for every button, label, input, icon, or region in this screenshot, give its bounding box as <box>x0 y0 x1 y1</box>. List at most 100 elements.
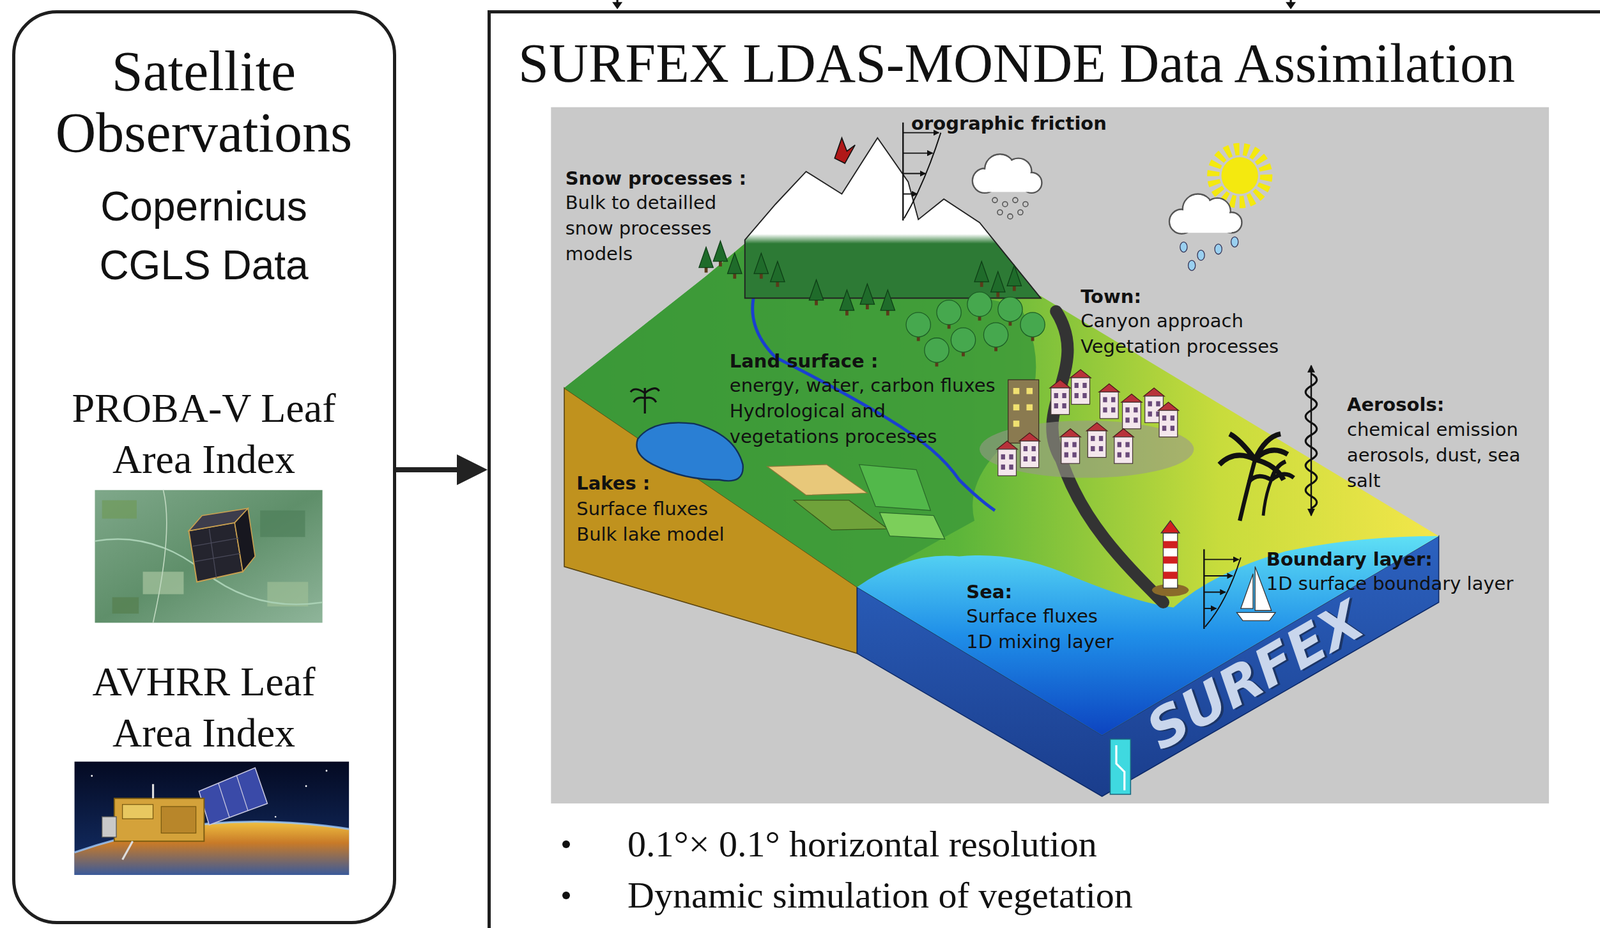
surfex-landscape <box>902 193 917 195</box>
avhrr-photo <box>122 840 133 860</box>
process-note: 1D surface boundary layer <box>1266 570 1514 597</box>
surfex-landscape <box>983 322 1008 352</box>
surfex-landscape <box>859 464 931 511</box>
surfex-landscape <box>1162 571 1177 579</box>
bullet-text: Dynamic simulation of vegetation <box>627 872 1133 918</box>
surfex-landscape <box>1263 479 1272 516</box>
proba-v-photo <box>95 490 323 624</box>
surfex-landscape <box>1007 265 1022 291</box>
surfex-landscape <box>972 153 1043 219</box>
surfex-landscape <box>1213 148 1267 202</box>
surfex-landscape <box>1121 394 1142 429</box>
surfex-landscape <box>974 261 989 287</box>
surfex-landscape <box>1188 260 1196 271</box>
bullet-text: 0.1°× 0.1° horizontal resolution <box>627 821 1098 867</box>
surfex-landscape <box>879 512 946 540</box>
surfex-landscape <box>998 297 1023 326</box>
avhrr-photo <box>74 761 350 875</box>
process-heading: Snow processes : <box>565 165 747 192</box>
surfex-landscape <box>924 338 949 367</box>
process-note: Surface fluxes 1D mixing layer <box>966 603 1120 655</box>
proba-v-photo <box>95 490 323 624</box>
surfex-landscape <box>1086 422 1108 457</box>
process-note: Bulk to detailled snow processes models <box>565 189 760 267</box>
surfex-landscape <box>839 290 854 316</box>
avhrr-photo <box>102 816 117 838</box>
process-heading: Town: <box>1080 283 1142 310</box>
process-note: Surface fluxes Bulk lake model <box>576 495 740 547</box>
avhrr-photo <box>90 775 93 777</box>
proba-v-photo <box>234 508 255 572</box>
bullet-dot <box>562 840 570 900</box>
product-name: AVHRR Leaf Area Index <box>56 656 351 759</box>
surfex-landscape <box>967 292 992 321</box>
bullet-dot <box>562 891 570 900</box>
surfex-landscape <box>1070 369 1091 404</box>
avhrr-photo <box>218 782 231 818</box>
surfex-landscape <box>1026 404 1033 411</box>
surfex-landscape <box>997 209 1003 215</box>
surfex-landscape <box>753 253 769 279</box>
surfex-landscape <box>902 152 933 154</box>
surfex-landscape <box>1157 401 1179 437</box>
surfex-landscape <box>1203 575 1233 577</box>
surfex-landscape <box>1249 461 1294 482</box>
surfex-landscape <box>1023 201 1029 207</box>
surfex-landscape <box>1219 433 1288 480</box>
bullet-dot <box>562 840 570 848</box>
surfex-landscape <box>1116 745 1125 790</box>
process-note: Hydrological and vegetations processes <box>729 398 975 450</box>
surfex-landscape <box>1182 216 1232 234</box>
surfex-landscape <box>1214 244 1222 255</box>
proba-v-photo <box>143 571 185 595</box>
proba-v-photo <box>153 490 167 624</box>
feed-arrows <box>612 0 1296 9</box>
surfex-landscape <box>1305 373 1317 509</box>
surfex-landscape <box>860 283 875 310</box>
surfex-landscape <box>1026 387 1033 395</box>
surfex-landscape <box>1162 532 1177 588</box>
surfex-landscape <box>1002 201 1008 207</box>
surfex-landscape <box>1013 420 1020 427</box>
panel-heading: Satellite Observations <box>37 40 370 164</box>
surfex-landscape <box>1231 237 1239 248</box>
surfex-landscape <box>996 440 1018 476</box>
surfex-landscape <box>1020 312 1045 342</box>
surfex-landscape <box>880 290 895 316</box>
surfex-landscape <box>1162 556 1177 564</box>
source-panel: Satellite ObservationsCopernicus CGLS Da… <box>12 10 397 924</box>
model-panel: SURFEX LDAS-MONDE Data Assimilation0.1°×… <box>487 10 1600 928</box>
process-heading: Sea: <box>966 578 1013 605</box>
surfex-landscape <box>636 422 743 481</box>
surfex-landscape <box>699 247 714 273</box>
surfex-landscape <box>1013 387 1020 395</box>
process-heading: Aerosols: <box>1346 391 1445 418</box>
surfex-landscape <box>1162 541 1177 549</box>
surfex-landscape <box>1013 404 1020 411</box>
proba-v-photo <box>102 500 137 519</box>
surfex-landscape <box>904 132 941 219</box>
avhrr-photo <box>114 798 205 841</box>
surfex-landscape <box>1169 194 1242 271</box>
avhrr-photo <box>122 804 154 819</box>
data-source: Copernicus CGLS Data <box>63 176 345 295</box>
product-name: PROBA-V Leaf Area Index <box>56 382 351 485</box>
proba-v-photo <box>194 553 241 562</box>
surfex-landscape <box>834 138 855 164</box>
process-note: energy, water, carbon fluxes <box>729 372 996 399</box>
surfex-landscape <box>1019 432 1040 468</box>
surfex-landscape <box>770 261 785 287</box>
surfex-landscape <box>808 279 824 306</box>
surfex-landscape <box>1180 242 1188 253</box>
surfex-landscape <box>1007 214 1013 220</box>
process-heading: Boundary layer: <box>1266 546 1433 572</box>
surfex-landscape <box>630 387 660 414</box>
surfex-landscape <box>950 327 976 357</box>
surfex-landscape <box>902 173 926 175</box>
logo-text: SURFEX <box>1137 591 1373 760</box>
surfex-landscape <box>1049 379 1071 415</box>
feed-arrows <box>612 1 623 9</box>
surfex-landscape <box>1099 384 1120 419</box>
surfex-landscape <box>1203 548 1205 629</box>
